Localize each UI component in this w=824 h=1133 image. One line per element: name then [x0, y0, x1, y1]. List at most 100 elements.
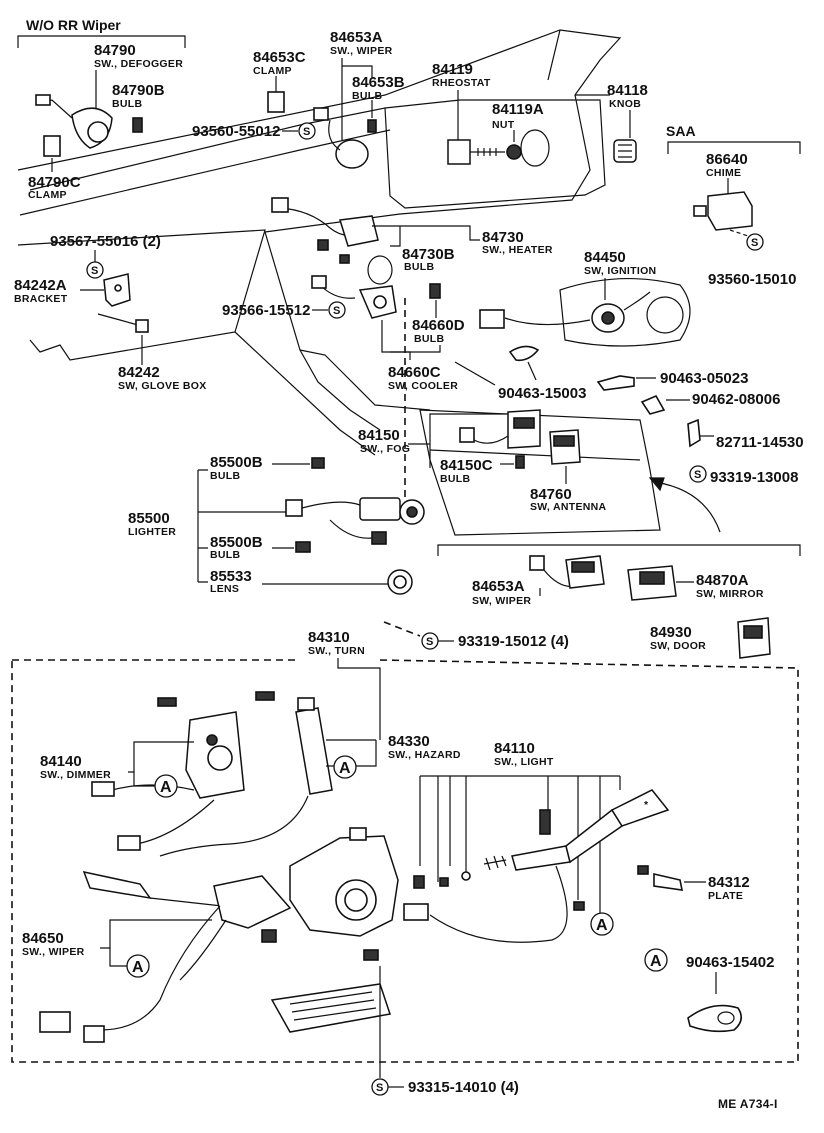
- part-84242-name: SW, GLOVE BOX: [118, 380, 207, 392]
- cooler-bulb: [429, 283, 441, 299]
- part-84790b-name: BULB: [112, 98, 142, 110]
- part-84119a-number: 84119A: [492, 101, 544, 118]
- part-84653a2-name: SW, WIPER: [472, 595, 531, 607]
- part-93566-number: 93566-15512: [222, 302, 310, 319]
- part-84653b-number: 84653B: [352, 74, 405, 91]
- part-84653b-name: BULB: [352, 90, 382, 102]
- glove-box-switch: [97, 313, 149, 333]
- fog-switch: [459, 409, 541, 449]
- part-84660c-name: SW, COOLER: [388, 380, 458, 392]
- part-84450-number: 84450: [584, 249, 626, 266]
- antenna-switch: [549, 429, 581, 465]
- part-93560b-number: 93560-15010: [708, 271, 796, 288]
- wo-rr-wiper-header: W/O RR Wiper: [26, 17, 121, 33]
- part-84790-name: SW., DEFOGGER: [94, 58, 183, 70]
- bracket-screw-callout: [86, 261, 104, 279]
- part-84730b-name: BULB: [404, 261, 434, 273]
- defogger-clamp: [43, 135, 61, 157]
- cooler-screw-callout: [328, 301, 346, 319]
- part-84660c-number: 84660C: [388, 364, 441, 381]
- part-90463a-number: 90463-15003: [498, 385, 586, 402]
- chime: [693, 191, 753, 231]
- heater-switch: [271, 197, 379, 264]
- part-93319a-number: 93319-13008: [710, 469, 798, 486]
- wiper-switch-lower: [39, 870, 292, 1043]
- part-84760-number: 84760: [530, 486, 572, 503]
- part-93315-number: 93315-14010 (4): [408, 1079, 519, 1096]
- lighter-bulb-lower: [295, 541, 311, 553]
- part-84118-name: KNOB: [609, 98, 641, 110]
- dimmer-switch: [91, 691, 275, 851]
- part-85500b1-name: BULB: [210, 470, 240, 482]
- a-callout-letter: A: [650, 953, 662, 970]
- s-callout-letter: S: [426, 636, 433, 648]
- s-callout-letter: S: [376, 1082, 383, 1094]
- part-84660d-name: BULB: [414, 333, 444, 345]
- part-84119-name: RHEOSTAT: [432, 77, 491, 89]
- part-84119a-name: NUT: [492, 119, 515, 131]
- wiper-clamp: [267, 91, 285, 113]
- part-90462-number: 90462-08006: [692, 391, 780, 408]
- chime-screw-callout: [746, 233, 764, 251]
- part-86640-name: CHIME: [706, 167, 741, 179]
- part-84653c-name: CLAMP: [253, 65, 292, 77]
- part-84930-number: 84930: [650, 624, 692, 641]
- part-84312-name: PLATE: [708, 890, 743, 902]
- instrument-panel-outline: [17, 29, 691, 536]
- part-93567-number: 93567-55016 (2): [50, 233, 161, 250]
- part-85500-number: 85500: [128, 510, 170, 527]
- s-callout-letter: S: [303, 126, 310, 138]
- rear-wiper-switch: [529, 555, 605, 589]
- fog-bulb: [515, 455, 525, 469]
- part-85500b1-number: 85500B: [210, 454, 263, 471]
- part-84790c-number: 84790C: [28, 174, 81, 191]
- mirror-switch: [627, 565, 677, 601]
- hazard-switch: [159, 697, 333, 857]
- light-plate: [637, 865, 684, 891]
- part-84140-name: SW., DIMMER: [40, 769, 111, 781]
- rheostat-nut: [506, 144, 522, 160]
- defogger-switch: [35, 94, 113, 149]
- part-84870a-name: SW, MIRROR: [696, 588, 764, 600]
- a-callout-hazard: [333, 755, 357, 779]
- s-callout-letter: S: [91, 265, 98, 277]
- cigarette-lighter: [285, 497, 425, 545]
- part-84730-number: 84730: [482, 229, 524, 246]
- s-callout-letter: S: [751, 237, 758, 249]
- door-switch: [737, 617, 771, 659]
- part-84310-number: 84310: [308, 629, 350, 646]
- part-84870a-number: 84870A: [696, 572, 749, 589]
- part-84790-number: 84790: [94, 42, 136, 59]
- clip-90462: [640, 394, 666, 415]
- a-callout-letter: A: [596, 917, 608, 934]
- part-84660d-number: 84660D: [412, 317, 465, 334]
- part-84653a1-number: 84653A: [330, 29, 383, 46]
- a-callout-letter: A: [132, 959, 144, 976]
- part-84760-name: SW, ANTENNA: [530, 501, 607, 513]
- part-90463c-number: 90463-15402: [686, 954, 774, 971]
- part-84119-number: 84119: [432, 61, 473, 78]
- part-84140-number: 84140: [40, 753, 82, 770]
- a-callout-wiper: [126, 954, 150, 978]
- part-84242a-number: 84242A: [14, 277, 67, 294]
- part-84150c-number: 84150C: [440, 457, 493, 474]
- part-84310-name: SW., TURN: [308, 645, 365, 657]
- s-callout-letter: S: [694, 469, 701, 481]
- a-callout-letter: A: [160, 779, 172, 796]
- part-84650-name: SW., WIPER: [22, 946, 85, 958]
- light-switch: *: [403, 789, 670, 943]
- a-callout-light: [590, 912, 614, 936]
- part-84730-name: SW., HEATER: [482, 244, 553, 256]
- part-84653a2-number: 84653A: [472, 578, 525, 595]
- part-84150-name: SW., FOG: [360, 443, 410, 455]
- part-84150c-name: BULB: [440, 473, 470, 485]
- part-85500-name: LIGHTER: [128, 526, 176, 538]
- part-84330-number: 84330: [388, 733, 430, 750]
- defogger-bulb: [132, 117, 143, 133]
- direction-arrow-head: [648, 477, 665, 492]
- svg-text:*: *: [644, 799, 649, 811]
- part-93560a-number: 93560-55012: [192, 123, 280, 140]
- clip-screw-callout: [689, 465, 707, 483]
- combination-switch-body: [289, 827, 399, 937]
